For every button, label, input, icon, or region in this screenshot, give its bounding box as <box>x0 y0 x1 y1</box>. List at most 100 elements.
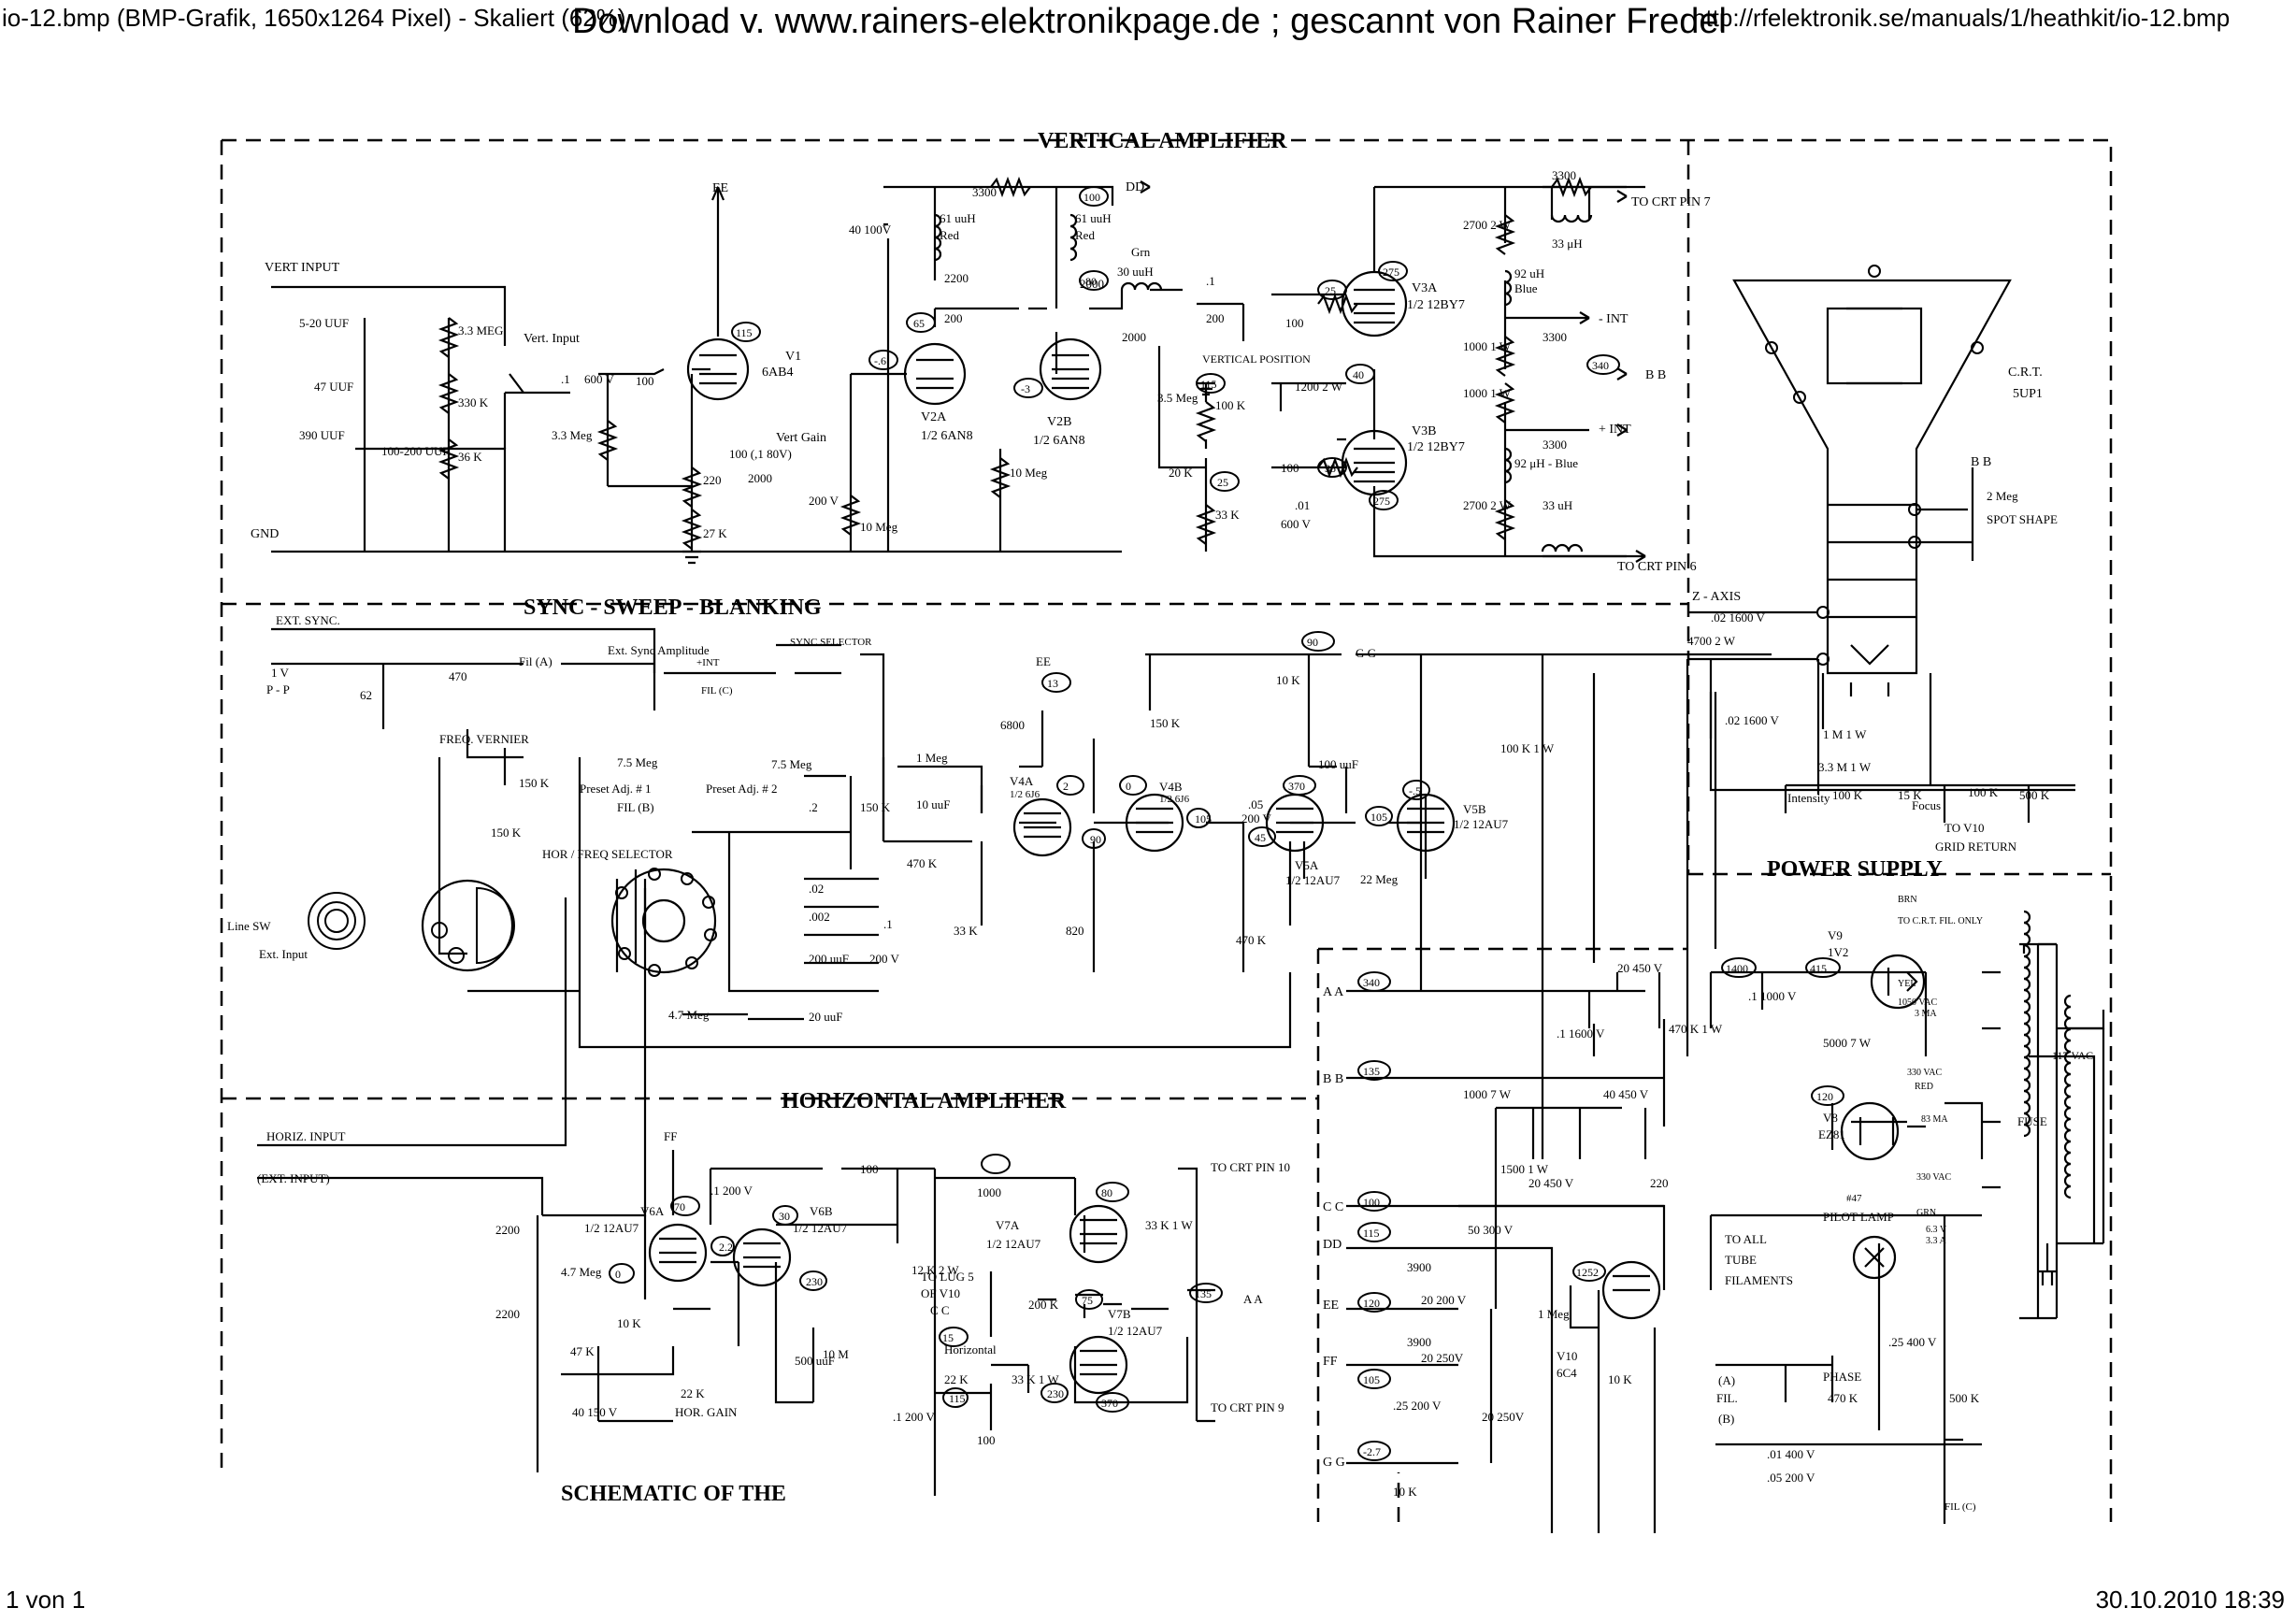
svg-text:47 UUF: 47 UUF <box>314 380 353 394</box>
svg-text:GRID RETURN: GRID RETURN <box>1935 840 2017 854</box>
svg-text:10 K: 10 K <box>1276 673 1300 687</box>
svg-text:7.5 Meg: 7.5 Meg <box>771 757 812 771</box>
svg-text:105: 105 <box>1370 811 1387 824</box>
svg-text:2.2: 2.2 <box>719 1241 733 1254</box>
svg-text:330 VAC: 330 VAC <box>1907 1068 1942 1078</box>
tube-v2a <box>903 342 967 406</box>
svg-text:TO CRT PIN 6: TO CRT PIN 6 <box>1617 560 1697 574</box>
svg-text:200 uuF: 200 uuF <box>809 952 849 966</box>
svg-text:BRN: BRN <box>1898 895 1917 905</box>
svg-text:B B: B B <box>1645 368 1666 382</box>
svg-text:75: 75 <box>1082 1294 1093 1307</box>
svg-text:3.3 MEG: 3.3 MEG <box>458 323 503 337</box>
svg-text:15 K: 15 K <box>1898 788 1922 802</box>
svg-text:FREQ. VERNIER: FREQ. VERNIER <box>439 732 529 746</box>
svg-text:TUBE: TUBE <box>1725 1253 1757 1267</box>
svg-text:200: 200 <box>944 311 963 325</box>
svg-text:100: 100 <box>636 374 654 388</box>
svg-text:+ INT: + INT <box>1599 423 1631 437</box>
svg-text:40 100V: 40 100V <box>849 222 892 237</box>
svg-text:1/2 6AN8: 1/2 6AN8 <box>1033 434 1085 448</box>
svg-text:30 uuH: 30 uuH <box>1117 265 1154 279</box>
svg-text:370: 370 <box>1101 1397 1118 1410</box>
power-voltage-markers: 340 135 100 115 120 105 -2.7 1252 1400 4… <box>1357 957 1844 1461</box>
svg-text:.25 200 V: .25 200 V <box>1393 1399 1442 1413</box>
sync-labels: EXT. SYNC. 1 V P - P Fil (A) Ext. Sync A… <box>227 613 1376 961</box>
svg-text:33 μH: 33 μH <box>1552 237 1583 251</box>
svg-text:TO C.R.T. FIL. ONLY: TO C.R.T. FIL. ONLY <box>1898 916 1983 926</box>
svg-text:(A): (A) <box>1718 1373 1735 1387</box>
svg-text:25: 25 <box>1217 476 1228 489</box>
svg-text:340: 340 <box>1363 976 1380 989</box>
svg-text:V7B: V7B <box>1108 1307 1131 1321</box>
svg-text:150 K: 150 K <box>860 800 891 814</box>
source-url[interactable]: http://rfelektronik.se/manuals/1/heathki… <box>1692 4 2231 32</box>
svg-text:GRN: GRN <box>1916 1208 1936 1218</box>
svg-text:P - P: P - P <box>266 682 290 696</box>
svg-text:100: 100 <box>860 1162 879 1176</box>
schematic-caption: SCHEMATIC OF THE <box>561 1482 786 1506</box>
svg-text:Preset Adj. # 1: Preset Adj. # 1 <box>580 782 652 796</box>
tube-v10: V10 6C4 <box>1557 1260 1661 1380</box>
svg-text:105: 105 <box>1195 812 1212 825</box>
freq-vernier-switch[interactable] <box>421 879 515 972</box>
svg-text:40 450 V: 40 450 V <box>1603 1087 1649 1101</box>
svg-text:115: 115 <box>1363 1227 1380 1240</box>
svg-text:Focus: Focus <box>1912 798 1941 812</box>
svg-text:20 200 V: 20 200 V <box>1421 1293 1467 1307</box>
svg-text:-2.7: -2.7 <box>1363 1445 1381 1458</box>
svg-text:10 K: 10 K <box>1393 1485 1417 1499</box>
svg-text:TO ALL: TO ALL <box>1725 1232 1767 1246</box>
svg-text:Fil (A): Fil (A) <box>519 654 552 668</box>
svg-text:1 Meg: 1 Meg <box>916 751 948 765</box>
svg-text:5000 7 W: 5000 7 W <box>1823 1036 1872 1050</box>
svg-text:1/2 12BY7: 1/2 12BY7 <box>1407 298 1465 312</box>
svg-text:200 K: 200 K <box>1028 1298 1059 1312</box>
svg-text:3.5 Meg: 3.5 Meg <box>1157 391 1198 405</box>
svg-text:2200: 2200 <box>495 1223 520 1237</box>
svg-text:2 Meg: 2 Meg <box>1987 489 2018 503</box>
svg-text:C.R.T.: C.R.T. <box>2008 366 2043 380</box>
svg-text:470 K: 470 K <box>907 856 938 870</box>
sync-wiring <box>271 627 1428 1049</box>
svg-text:200 V: 200 V <box>1241 811 1272 825</box>
svg-text:A A: A A <box>1323 985 1344 999</box>
svg-text:C C: C C <box>930 1303 950 1317</box>
svg-text:92 uH: 92 uH <box>1514 266 1544 280</box>
hor-freq-selector-switch[interactable] <box>610 868 717 977</box>
svg-text:.25 400 V: .25 400 V <box>1888 1335 1937 1349</box>
svg-text:6.3 V: 6.3 V <box>1926 1225 1947 1235</box>
svg-text:1 Meg: 1 Meg <box>1538 1307 1570 1321</box>
svg-text:600 V: 600 V <box>584 372 615 386</box>
svg-text:Red: Red <box>940 228 959 242</box>
tube-v4b: V4B 1/2 6J6 <box>1125 780 1190 853</box>
svg-text:70: 70 <box>674 1200 685 1213</box>
svg-text:4700 2 W: 4700 2 W <box>1687 634 1736 648</box>
svg-text:80: 80 <box>1085 275 1097 288</box>
svg-text:EZ81: EZ81 <box>1818 1127 1845 1141</box>
svg-text:1400: 1400 <box>1726 962 1748 975</box>
svg-text:415: 415 <box>1810 962 1827 975</box>
svg-text:3300: 3300 <box>1552 168 1576 182</box>
svg-text:33 K 1 W: 33 K 1 W <box>1012 1372 1059 1386</box>
svg-text:220: 220 <box>703 473 722 487</box>
svg-text:20 250V: 20 250V <box>1421 1351 1464 1365</box>
svg-text:EE: EE <box>712 181 728 195</box>
line-switch-knob[interactable] <box>308 892 366 950</box>
svg-text:390 UUF: 390 UUF <box>299 428 345 442</box>
svg-text:Blue: Blue <box>1514 281 1538 295</box>
svg-text:3.3 M 1 W: 3.3 M 1 W <box>1818 760 1872 774</box>
svg-text:EE: EE <box>1036 654 1051 668</box>
svg-text:#47: #47 <box>1846 1193 1862 1204</box>
svg-text:.01: .01 <box>1295 498 1310 512</box>
section-boundaries <box>220 138 2113 1522</box>
tube-v6b: V6B 1/2 12AU7 <box>732 1204 848 1287</box>
svg-text:4.7 Meg: 4.7 Meg <box>668 1008 710 1022</box>
svg-text:Horizontal: Horizontal <box>944 1342 997 1356</box>
section-title-power: POWER SUPPLY <box>1767 857 1943 882</box>
svg-text:.1: .1 <box>883 917 893 931</box>
svg-text:V1: V1 <box>785 350 801 364</box>
sync-voltage-markers: 13 2 90 0 105 90 45 -.5 105 370 <box>1041 631 1430 849</box>
svg-text:EE: EE <box>1323 1299 1339 1313</box>
svg-text:1200 2 W: 1200 2 W <box>1295 380 1343 394</box>
